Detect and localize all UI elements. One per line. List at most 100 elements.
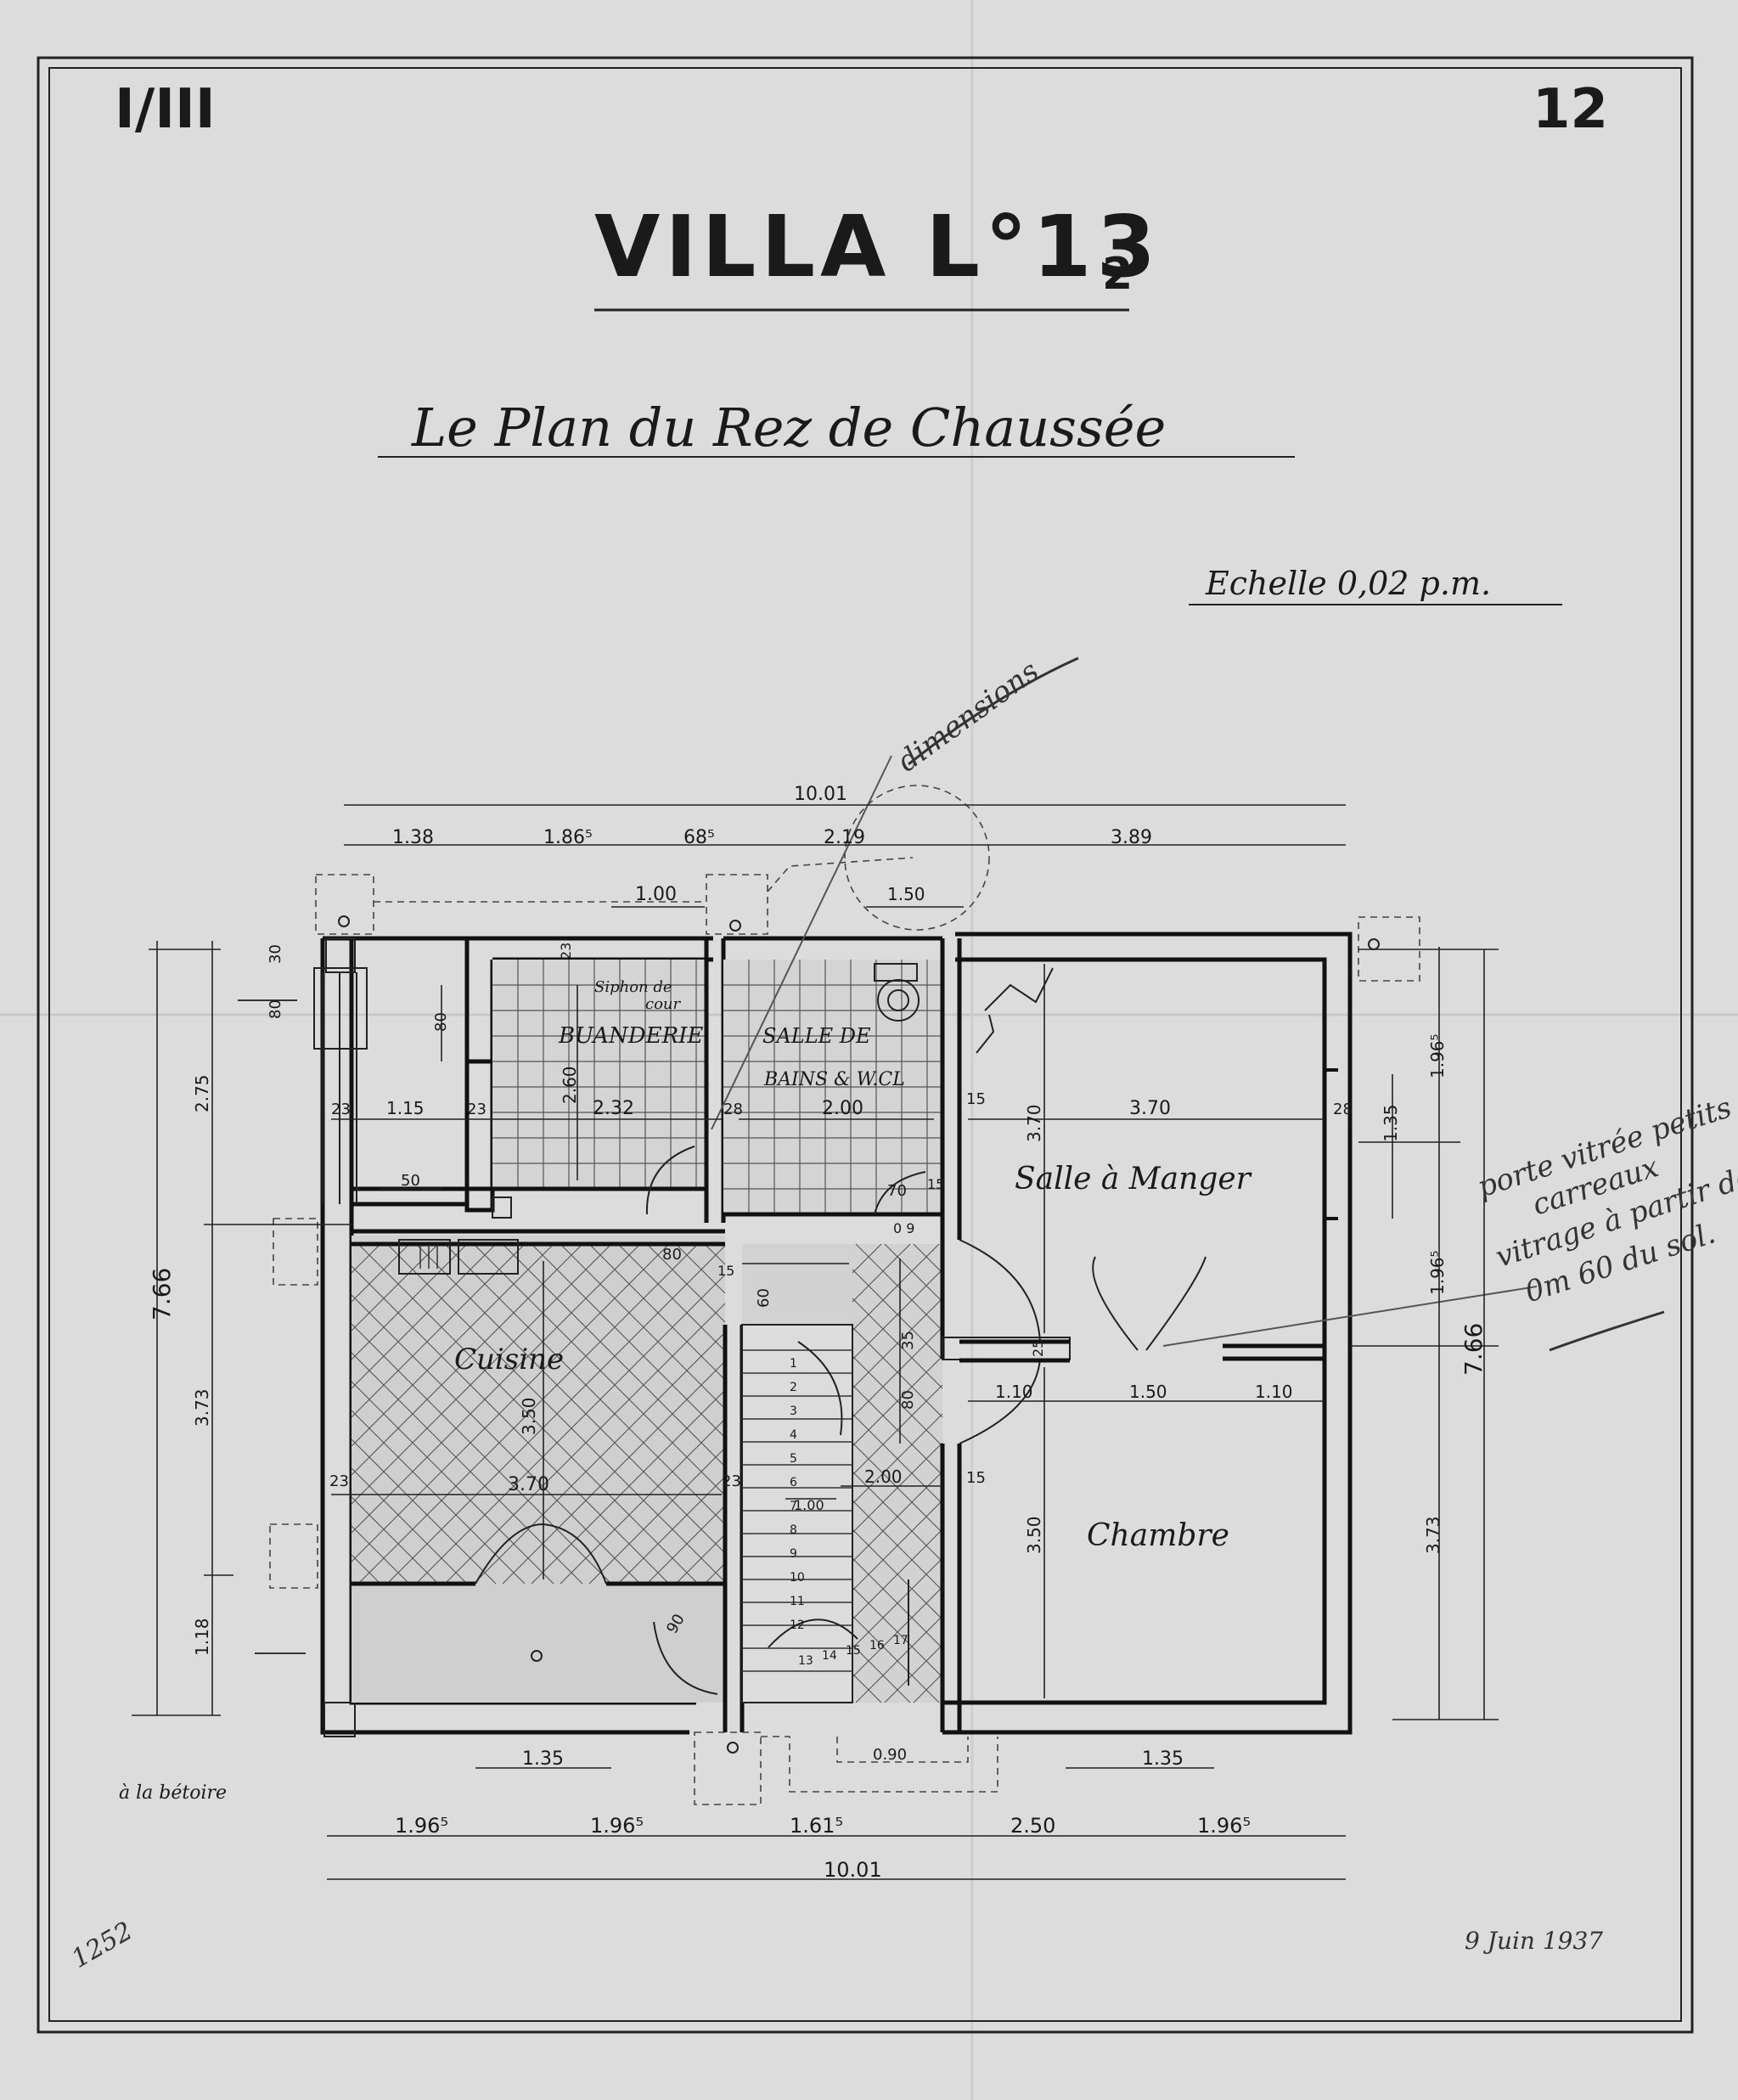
- dim-cuisine-height: 3.50: [519, 1397, 539, 1435]
- dim-dining-height: 3.70: [1024, 1104, 1044, 1142]
- dim-bottom-door-right: 1.35: [1142, 1748, 1184, 1770]
- dim-bathroom-15b: 15: [927, 1176, 944, 1192]
- dim-cuisine-wall-left: 23: [329, 1472, 349, 1490]
- stair-step-number: 13: [798, 1654, 813, 1668]
- stair-step-number: 11: [790, 1595, 805, 1608]
- stair-step-number: 16: [869, 1639, 885, 1652]
- dim-bathroom-gap: 0 9: [893, 1220, 914, 1236]
- dining-bedroom-partition: [959, 967, 1338, 1363]
- dim-left-2: 3.73: [192, 1388, 212, 1427]
- dim-right-3: 1.96⁵: [1427, 1250, 1448, 1295]
- sheet-border: [37, 56, 1694, 2034]
- dim-bottom-step: 0.90: [873, 1746, 907, 1764]
- cuisine-door-swing: [543, 1523, 607, 1585]
- dim-bottom-overall: 10.01: [824, 1858, 882, 1882]
- dim-hall-100: 1.00: [794, 1497, 824, 1513]
- dim-bathroom-70: 70: [887, 1182, 907, 1200]
- dim-hall-200: 2.00: [864, 1467, 903, 1487]
- stair-step-number: 12: [790, 1619, 805, 1632]
- entrance-door-swing: [653, 1621, 718, 1695]
- dim-opening-25: 25: [1030, 1340, 1046, 1357]
- dim-opening-1: 1.10: [995, 1382, 1033, 1402]
- dim-bottom-door-left: 1.35: [522, 1748, 564, 1770]
- dim-left-1: 2.75: [192, 1074, 212, 1112]
- cuisine-door-swing: [475, 1523, 544, 1585]
- dim-bottom-3: 1.61⁵: [790, 1814, 843, 1838]
- sheet-number: 12: [1533, 78, 1608, 141]
- dim-top-circle: 1.50: [887, 884, 925, 904]
- dim-hall-80b: 80: [899, 1390, 917, 1410]
- stair-step-number: 2: [790, 1381, 797, 1394]
- dim-top-2: 1.86⁵: [543, 827, 593, 848]
- bathroom-room: [723, 936, 962, 1240]
- room-label-cuisine: Cuisine: [454, 1343, 564, 1377]
- drawing-scale: Echelle 0,02 p.m.: [1205, 565, 1491, 602]
- buanderie-door-swing: [645, 1146, 695, 1215]
- dim-hall-15b: 15: [966, 1469, 986, 1487]
- stair-step-number: 14: [822, 1649, 837, 1663]
- dim-right-overall: 7.66: [1460, 1323, 1488, 1376]
- bathroom-door-swing: [874, 1171, 926, 1215]
- stair-step-number: 5: [790, 1452, 797, 1466]
- dim-buanderie-wall-right: 28: [723, 1101, 743, 1118]
- dim-bottom-4: 2.50: [1010, 1814, 1055, 1838]
- stair-step-number: 3: [790, 1405, 797, 1418]
- pencil-annotations: [238, 656, 1665, 1654]
- dim-buanderie-width: 2.32: [593, 1098, 634, 1119]
- note-siphon-line2: cour: [645, 995, 682, 1013]
- dim-vestibule-width: 1.15: [386, 1098, 425, 1118]
- dim-cuisine-width: 3.70: [508, 1474, 549, 1495]
- drawing-title: VILLA L°13: [594, 197, 1161, 296]
- stair-step-number: 7: [790, 1500, 797, 1513]
- drawing-date: 9 Juin 1937: [1465, 1927, 1603, 1955]
- dim-bedroom-height: 3.50: [1024, 1516, 1044, 1554]
- dim-buanderie-wall-left: 23: [467, 1101, 487, 1118]
- cuisine-room: [351, 1229, 745, 1732]
- dim-right-1: 1.96⁵: [1427, 1033, 1448, 1078]
- stair-step-number: 1: [790, 1357, 797, 1371]
- dim-bathroom-width: 2.00: [822, 1098, 863, 1119]
- stair-step-number: 15: [846, 1644, 861, 1658]
- dimension-labels: 10.01 1.38 1.86⁵ 68⁵ 2.19 3.89 1.00 1.50…: [148, 784, 1488, 1882]
- room-label-bathroom-line1: SALLE DE: [762, 1024, 871, 1048]
- dim-top-1: 1.38: [392, 827, 434, 848]
- dim-right-2: 1.35: [1381, 1104, 1401, 1142]
- dim-left-small-1: 30: [267, 944, 284, 964]
- dim-top-3: 68⁵: [683, 827, 715, 848]
- dim-bottom-5: 1.96⁵: [1197, 1814, 1251, 1838]
- room-label-salle-a-manger: Salle à Manger: [1015, 1162, 1252, 1196]
- room-label-chambre: Chambre: [1087, 1518, 1229, 1553]
- note-siphon-line1: Siphon de: [594, 978, 672, 996]
- dim-vestibule-80: 80: [432, 1012, 450, 1032]
- dim-top-4: 2.19: [824, 827, 865, 848]
- buanderie-room: [464, 938, 726, 1223]
- stair-step-number: 4: [790, 1428, 797, 1442]
- floor-plan: [132, 656, 1665, 1880]
- vestibule-walls: [313, 937, 368, 1737]
- dim-buanderie-23: 23: [558, 943, 574, 960]
- stair-step-number: 8: [790, 1523, 797, 1537]
- room-label-bathroom-line2: BAINS & W.CL: [763, 1069, 905, 1090]
- stair-step-number: 10: [790, 1571, 805, 1585]
- dim-buanderie-height: 2.60: [560, 1066, 580, 1104]
- drawing-title-subscript: 2: [1102, 249, 1133, 300]
- dim-top-5: 3.89: [1111, 827, 1152, 848]
- dim-bottom-1: 1.96⁵: [395, 1814, 448, 1838]
- note-betoire: à la bétoire: [119, 1782, 227, 1804]
- dim-left-small-2: 80: [267, 999, 284, 1019]
- series-mark: I/III: [115, 78, 216, 141]
- dim-dining-width: 3.70: [1129, 1098, 1171, 1119]
- dimension-lines: [132, 804, 1499, 1880]
- dim-hall-15: 15: [717, 1263, 734, 1279]
- dim-hall-60: 60: [755, 1288, 773, 1308]
- dim-dining-wall: 28: [1333, 1101, 1353, 1118]
- dim-bottom-2: 1.96⁵: [590, 1814, 644, 1838]
- dim-cuisine-50: 50: [401, 1172, 420, 1190]
- dim-opening-3: 1.10: [1255, 1382, 1293, 1402]
- stair-step-number: 6: [790, 1476, 797, 1489]
- room-label-buanderie: BUANDERIE: [558, 1023, 703, 1049]
- dim-bathroom-15a: 15: [966, 1090, 986, 1108]
- dim-cuisine-wall-right: 23: [722, 1472, 741, 1490]
